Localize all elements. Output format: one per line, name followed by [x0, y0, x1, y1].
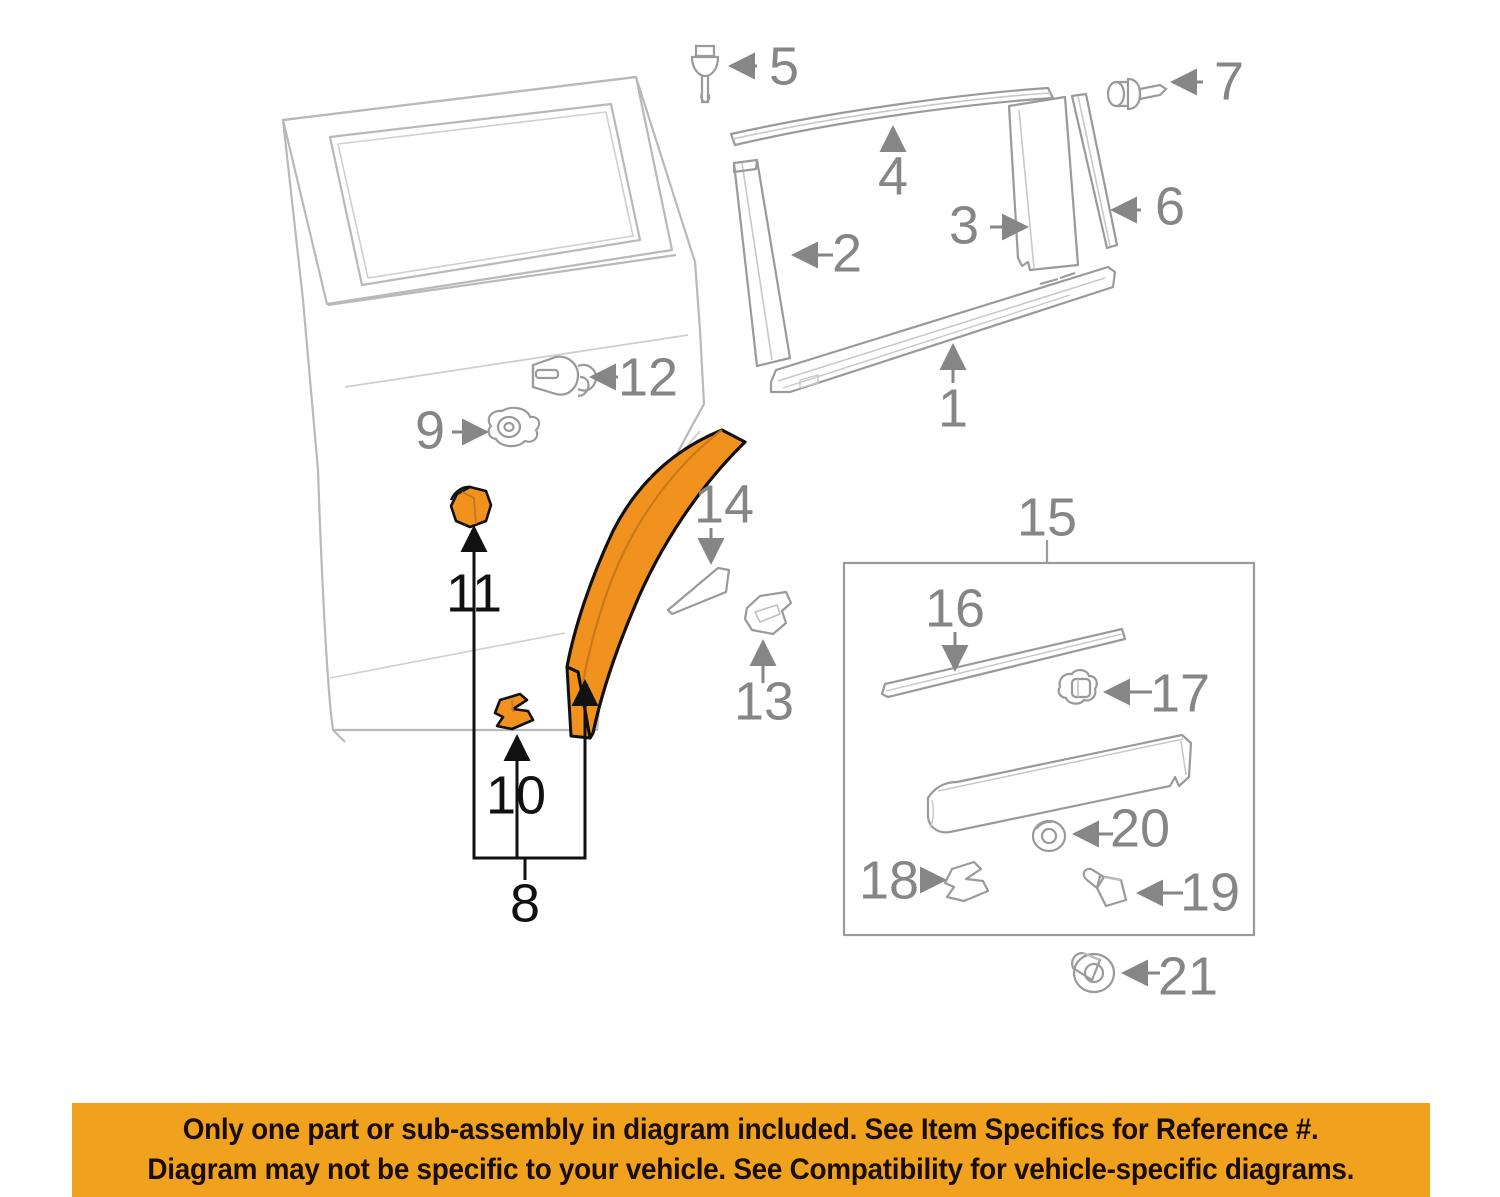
callout-label-5: 5 [769, 36, 799, 96]
part-2-front-frame-garnish [732, 158, 792, 368]
callout-label-2: 2 [832, 223, 862, 283]
disclaimer-line-2: Diagram may not be specific to your vehi… [147, 1153, 1355, 1186]
callout-label-16: 16 [925, 578, 985, 638]
callout-label-19: 19 [1180, 862, 1240, 922]
callout-label-10: 10 [486, 765, 546, 825]
callout-label-3: 3 [949, 195, 979, 255]
callout-labels: 1 2 3 4 5 6 7 8 9 10 11 12 13 14 15 16 1… [415, 36, 1244, 1006]
part-13-end-cap-bracket [743, 590, 793, 636]
disclaimer-line-1: Only one part or sub-assembly in diagram… [183, 1113, 1319, 1146]
part-9-clip-washer [487, 406, 541, 448]
part-19-moulding-screw-grommet [1082, 867, 1128, 908]
callout-label-9: 9 [415, 400, 445, 460]
callout-label-14: 14 [694, 474, 754, 534]
leader-lines [452, 52, 1203, 987]
callout-label-13: 13 [734, 671, 794, 731]
part-18-moulding-retainer [943, 860, 990, 903]
part-21-nut-grommet [1071, 951, 1116, 994]
callout-label-7: 7 [1214, 51, 1244, 111]
part-15-main-moulding-body [926, 733, 1193, 834]
part-17-moulding-clip [1057, 669, 1098, 705]
callout-label-21: 21 [1158, 946, 1218, 1006]
callout-label-20: 20 [1110, 798, 1170, 858]
part-16-lower-moulding-strip [880, 627, 1127, 699]
part-14-trim-end-piece [666, 566, 731, 616]
part-10-clip-highlighted [493, 692, 535, 731]
callout-label-15: 15 [1017, 487, 1077, 547]
part-1-belt-moulding [769, 265, 1117, 394]
part-3-center-pillar-garnish [1007, 95, 1080, 272]
disclaimer-banner: Only one part or sub-assembly in diagram… [72, 1103, 1430, 1197]
part-11-clip-highlighted [449, 485, 493, 529]
part-7-screw-grommet [1106, 77, 1168, 111]
part-12-push-pin-clip [531, 355, 598, 398]
callout-label-18: 18 [859, 850, 919, 910]
part-15-group-box [842, 540, 1256, 937]
callout-label-11: 11 [446, 563, 502, 623]
rear-door-panel [281, 75, 706, 743]
callout-label-8: 8 [510, 873, 540, 933]
callout-label-4: 4 [878, 146, 908, 206]
part-6-rear-frame-strip [1070, 92, 1119, 250]
part-20-moulding-washer [1031, 819, 1067, 853]
callout-label-1: 1 [938, 378, 968, 438]
callout-label-12: 12 [618, 347, 678, 407]
part-5-retainer-clip [690, 44, 720, 104]
part-8-bracket-leader [460, 525, 599, 880]
callout-label-17: 17 [1150, 663, 1210, 723]
callout-label-6: 6 [1155, 176, 1185, 236]
